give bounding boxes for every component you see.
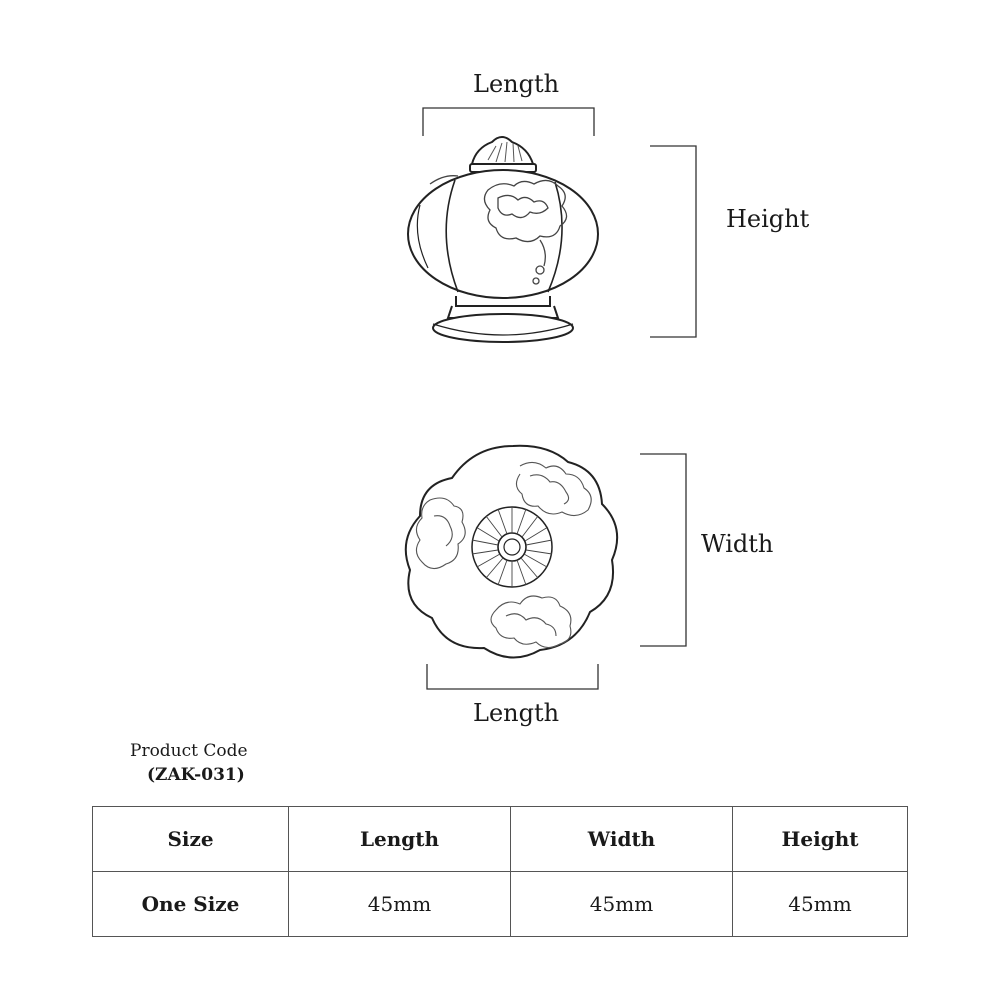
top-length-label: Length [473,699,560,727]
product-code-label: Product Code [130,741,248,761]
header-height: Height [732,806,908,872]
top-length-bracket [426,664,599,690]
front-length-bracket [422,107,595,136]
table-row: One Size 45mm 45mm 45mm [92,871,908,937]
cell-height: 45mm [732,871,908,937]
header-width: Width [510,806,733,872]
cell-size: One Size [92,871,289,937]
front-length-label: Length [473,70,560,98]
knob-front-view [407,136,599,343]
product-code-value: (ZAK-031) [147,765,245,785]
header-length: Length [288,806,511,872]
top-width-bracket [640,453,687,647]
cell-length: 45mm [288,871,511,937]
front-height-label: Height [726,205,810,233]
header-size: Size [92,806,289,872]
front-height-bracket [650,145,697,338]
knob-top-view [404,444,619,659]
table-header-row: Size Length Width Height [92,806,908,872]
cell-width: 45mm [510,871,733,937]
knob-diagram [404,107,697,690]
top-width-label: Width [701,530,774,558]
size-table: Size Length Width Height One Size 45mm 4… [92,806,908,937]
